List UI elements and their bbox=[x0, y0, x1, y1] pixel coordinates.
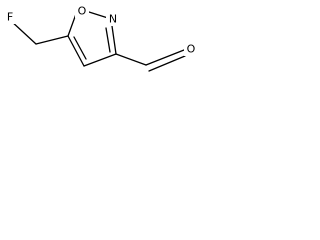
bond-c-o-aldehyde-second bbox=[148, 55, 186, 72]
bond-c3-cho bbox=[115, 53, 147, 66]
bond-o1-n2 bbox=[88, 11, 109, 19]
atom-label-ring-nitrogen: N bbox=[109, 13, 117, 26]
bond-n2-c3-second bbox=[105, 27, 111, 53]
bonds bbox=[9, 11, 186, 72]
bond-c4-c5-second bbox=[73, 36, 87, 60]
atom-label-fluorine: F bbox=[7, 11, 13, 24]
chemical-structure-diagram: F O N O bbox=[0, 0, 210, 82]
bond-c4-c5 bbox=[67, 35, 85, 67]
bond-c5-o1 bbox=[67, 13, 77, 37]
atom-labels: F O N O bbox=[3, 4, 198, 56]
atom-label-ring-oxygen: O bbox=[78, 5, 87, 18]
bond-c3-c4 bbox=[83, 53, 117, 67]
bond-ch2-c5 bbox=[35, 35, 69, 45]
bond-n2-c3 bbox=[111, 25, 117, 55]
bond-c-o-aldehyde bbox=[145, 49, 185, 66]
atom-label-aldehyde-oxygen: O bbox=[187, 43, 196, 56]
